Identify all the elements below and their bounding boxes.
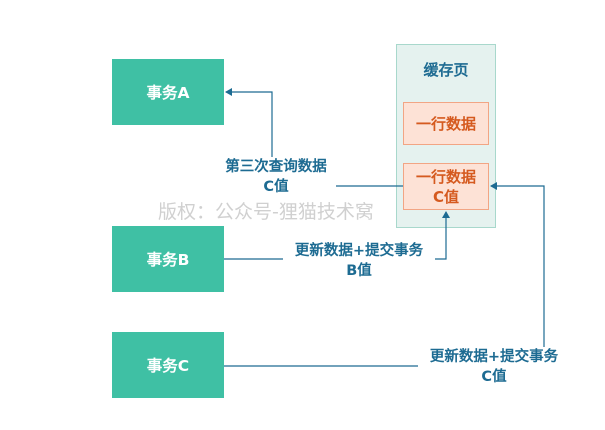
update-c-arrow: [224, 182, 545, 367]
cache-row-1: 一行数据: [403, 102, 489, 145]
transaction-b-box: 事务B: [112, 226, 224, 292]
update-c-label-line2: C值: [481, 369, 507, 385]
update-c-label-line1: 更新数据+提交事务: [429, 349, 559, 365]
update-c-label: 更新数据+提交事务 C值: [418, 347, 570, 387]
cache-row-2-label: 一行数据: [415, 167, 476, 186]
update-b-label: 更新数据+提交事务 B值: [283, 241, 435, 281]
cache-page-title: 缓存页: [423, 60, 469, 79]
update-b-label-line1: 更新数据+提交事务: [294, 243, 424, 259]
update-b-label-line2: B值: [346, 263, 372, 279]
transaction-c-box: 事务C: [112, 332, 224, 398]
cache-row-2: 一行数据 C值: [403, 163, 489, 210]
query-label: 第三次查询数据 C值: [216, 157, 336, 197]
cache-row-2-value: C值: [432, 187, 459, 206]
query-arrow: [225, 88, 403, 187]
transaction-a-box: 事务A: [112, 59, 224, 125]
query-label-line1: 第三次查询数据: [225, 159, 327, 175]
query-label-line2: C值: [263, 179, 289, 195]
